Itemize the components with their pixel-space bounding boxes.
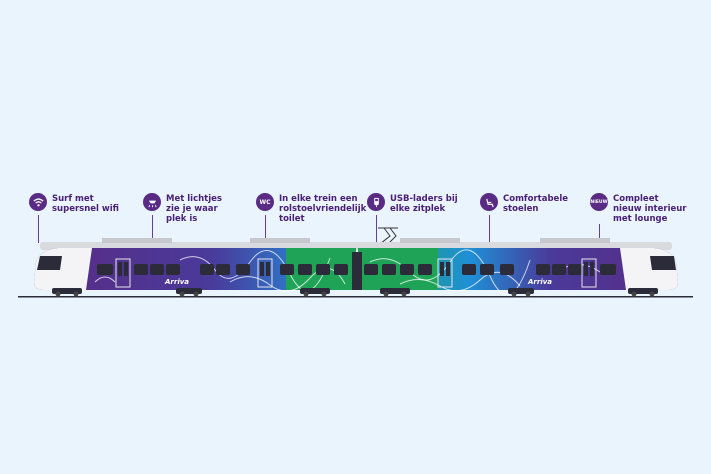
leader-line	[38, 215, 39, 243]
roof-equipment	[102, 238, 172, 243]
wc-icon: WC	[256, 193, 274, 211]
roof-equipment	[250, 238, 310, 243]
feature-label: Comfortabele stoelen	[503, 194, 568, 214]
windows-right	[364, 264, 616, 275]
leader-line	[152, 215, 153, 243]
rail	[18, 296, 693, 298]
feature-wifi: Surf met supersnel wifi	[29, 193, 119, 214]
new-badge-icon: NIEUW	[590, 193, 608, 211]
doors-left	[115, 258, 273, 288]
arriva-logo: Arriva	[164, 278, 189, 286]
pantograph	[378, 227, 398, 245]
roof-equipment	[540, 238, 610, 243]
arriva-logo-text: Arriva	[527, 278, 552, 286]
leader-line	[599, 224, 600, 244]
windows-left	[97, 264, 348, 275]
doors-right	[437, 258, 597, 288]
feature-label: In elke trein een rolstoelvriendelijk to…	[279, 194, 367, 224]
feature-label: USB-laders bij elke zitplek	[390, 194, 458, 214]
feature-lights: Met lichtjes zie je waar plek is	[143, 193, 222, 224]
feature-usb: USB-laders bij elke zitplek	[367, 193, 458, 214]
feature-label: Surf met supersnel wifi	[52, 194, 119, 214]
ceiling-light-icon	[143, 193, 161, 211]
roof-equipment	[400, 238, 460, 243]
leader-line	[376, 215, 377, 243]
feature-wc: WC In elke trein een rolstoelvriendelijk…	[256, 193, 366, 224]
feature-label: Met lichtjes zie je waar plek is	[166, 194, 222, 224]
car-left	[34, 248, 356, 290]
arriva-logo-text: Arriva	[164, 278, 189, 286]
wifi-icon	[29, 193, 47, 211]
usb-icon	[367, 193, 385, 211]
cab-window-right	[650, 256, 676, 270]
leader-line	[489, 215, 490, 243]
coupling	[352, 252, 362, 290]
leader-line	[265, 215, 266, 243]
wheels	[55, 291, 655, 297]
arriva-logo: Arriva	[527, 278, 552, 286]
feature-interior: NIEUW Compleet nieuw interieur met loung…	[590, 193, 687, 224]
feature-label: Compleet nieuw interieur met lounge	[613, 194, 687, 224]
seat-icon	[480, 193, 498, 211]
cab-window-left	[37, 256, 62, 270]
feature-seats: Comfortabele stoelen	[480, 193, 568, 214]
